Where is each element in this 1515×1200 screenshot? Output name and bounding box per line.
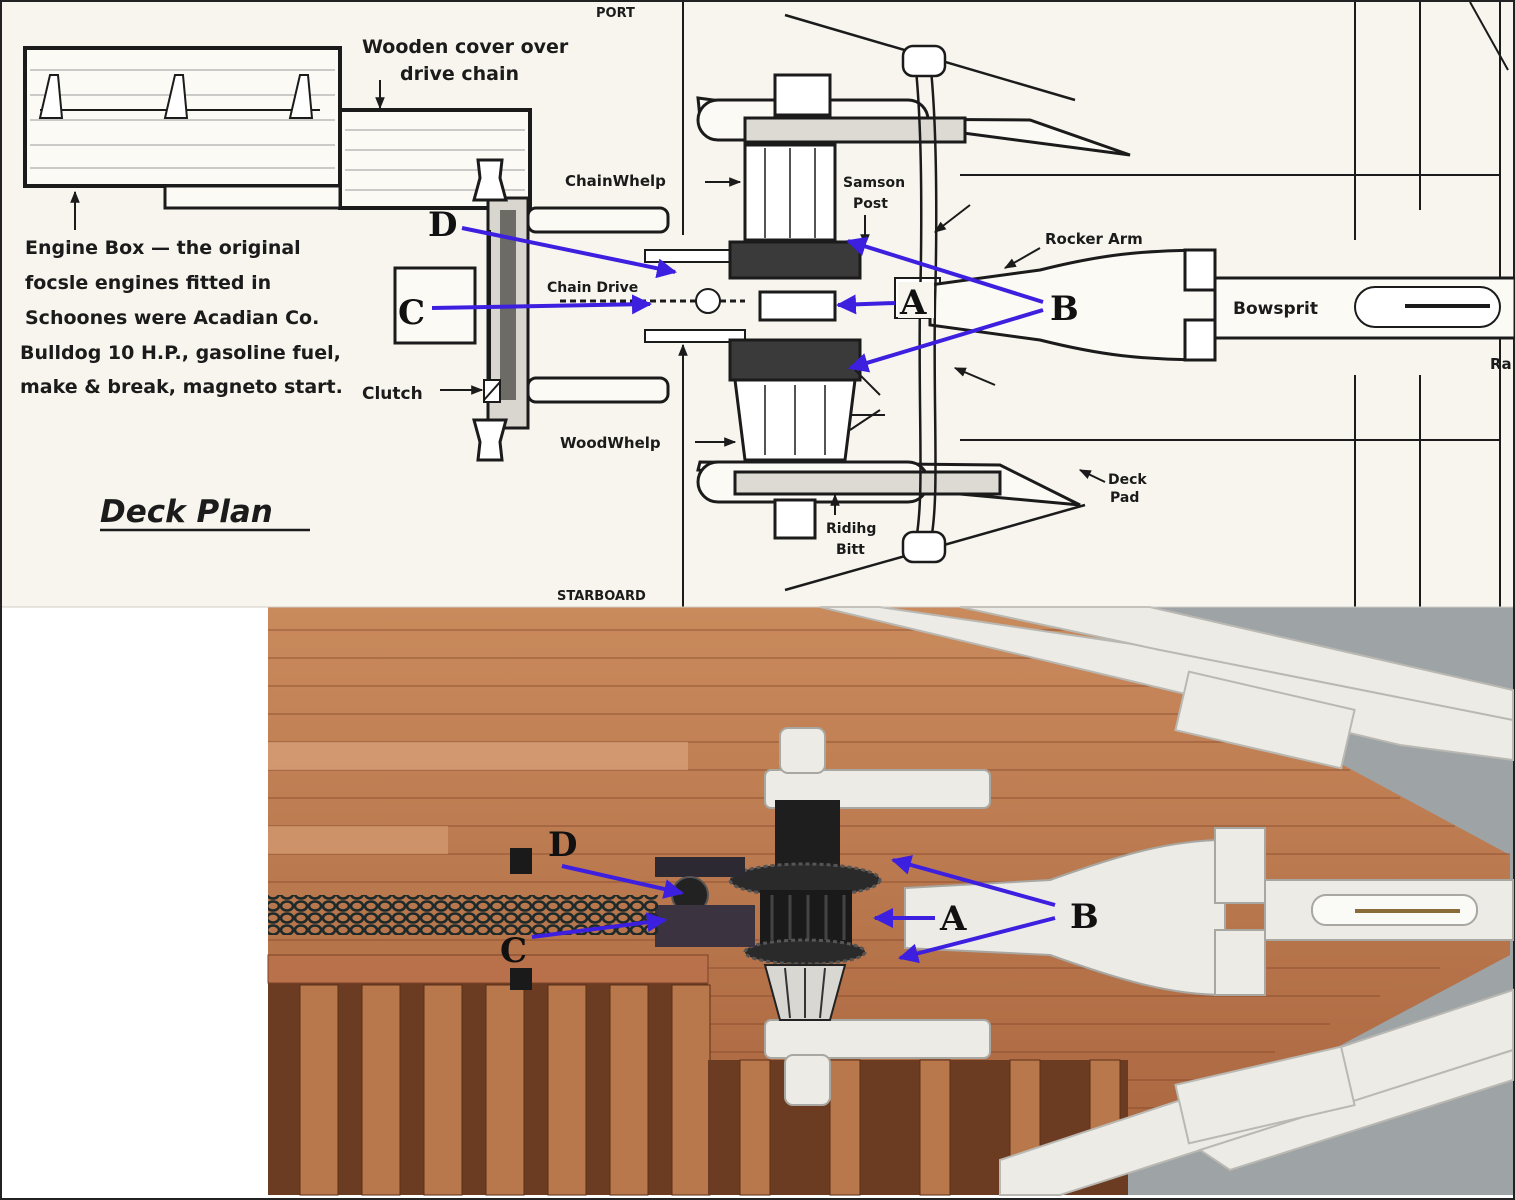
starboard-label: STARBOARD <box>557 589 646 604</box>
clutch-label: Clutch <box>362 384 423 404</box>
port-label: PORT <box>596 6 635 21</box>
engine-box-note-line-3: Schoones were Acadian Co. <box>25 307 319 329</box>
engine-box <box>23 46 532 210</box>
drawing-callout-b: B <box>1050 289 1079 329</box>
deck-pad-label-line-1: Deck <box>1108 472 1147 488</box>
cut-off-label: Ra <box>1490 355 1512 373</box>
chain-drive-label: Chain Drive <box>547 280 638 296</box>
chain-drive-drawing <box>560 249 746 343</box>
drawing-callout-c: C <box>398 293 425 333</box>
rocker-arm-bowsprit-drawing <box>928 248 1515 362</box>
photo-callouts: D C A B <box>500 825 1099 971</box>
drawing-callout-a: A <box>899 283 927 323</box>
riding-bitt-label-line-1: Ridihg <box>826 521 876 537</box>
engine-box-note-line-2: focsle engines fitted in <box>25 272 271 294</box>
riding-bitt-label-line-2: Bitt <box>836 542 865 558</box>
windlass-model <box>655 800 882 1021</box>
drawing-labels: PORT STARBOARD Wooden cover over drive c… <box>20 6 1512 604</box>
samson-post-label-line-2: Post <box>853 196 888 212</box>
drawing-pointer-arrows <box>70 80 1106 515</box>
photo-callout-a: A <box>939 899 967 939</box>
samson-post-label-line-1: Samson <box>843 175 905 191</box>
photo-callout-c: C <box>500 931 527 971</box>
wooden-cover-label-line-2: drive chain <box>400 63 519 85</box>
stay-wires <box>784 13 1086 592</box>
photo-callout-d: D <box>548 825 577 865</box>
deck-pad-label-line-2: Pad <box>1110 490 1139 506</box>
rocker-arm-model <box>764 727 1514 1106</box>
engine-box-note-line-1: Engine Box — the original <box>25 237 301 259</box>
wooden-cover-label-line-1: Wooden cover over <box>362 36 569 58</box>
engine-box-note-line-5: make & break, magneto start. <box>20 376 343 398</box>
chain-whelp-label: ChainWhelp <box>565 172 666 190</box>
bowsprit-label: Bowsprit <box>1233 299 1318 319</box>
model-photo: D C A B <box>267 606 1514 1196</box>
deck-plan-title: Deck Plan <box>100 494 273 530</box>
photo-callout-b: B <box>1070 897 1099 937</box>
wood-whelp-label: WoodWhelp <box>560 434 661 452</box>
layout-lines <box>682 1 1509 607</box>
drawing-callout-d: D <box>428 205 457 245</box>
rocker-arm-label: Rocker Arm <box>1045 230 1143 248</box>
drawing-callouts: D C A B <box>398 205 1079 373</box>
windlass-drawing <box>696 73 1131 540</box>
deck-plan-drawing: PORT STARBOARD Wooden cover over drive c… <box>2 1 1515 607</box>
engine-box-note-line-4: Bulldog 10 H.P., gasoline fuel, <box>20 342 341 364</box>
